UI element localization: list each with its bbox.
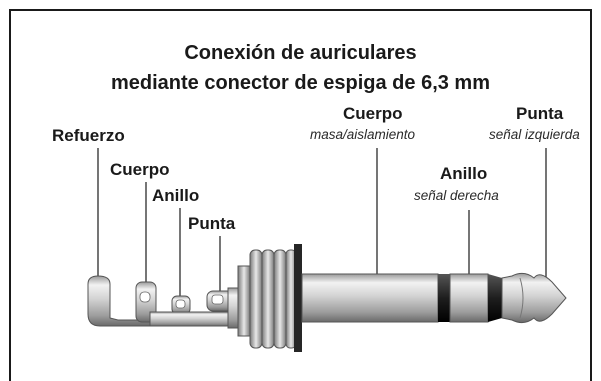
sleeve-shape <box>301 273 439 323</box>
label-punta-small: Punta <box>188 214 236 233</box>
frame-border <box>9 9 592 381</box>
leader-lines <box>97 148 547 296</box>
insulator-1 <box>438 274 450 322</box>
label-punta-main-sub: señal izquierda <box>489 127 580 142</box>
label-cuerpo-main: Cuerpo <box>343 104 403 123</box>
label-cuerpo-main-sub: masa/aislamiento <box>310 127 416 142</box>
label-anillo-small: Anillo <box>152 186 200 205</box>
title-line-2: mediante conector de espiga de 6,3 mm <box>110 72 490 94</box>
ring-shape <box>449 273 489 323</box>
title-line-1: Conexión de auriculares <box>184 42 417 64</box>
insulator-2 <box>488 274 502 322</box>
label-punta-main: Punta <box>516 104 564 123</box>
solder-terminals <box>87 275 251 329</box>
label-refuerzo: Refuerzo <box>52 126 125 145</box>
label-anillo-main-sub: señal derecha <box>414 188 499 203</box>
label-cuerpo-small: Cuerpo <box>110 160 170 179</box>
label-anillo-main: Anillo <box>440 164 488 183</box>
tip-shape <box>501 272 567 324</box>
threaded-collar <box>237 244 302 352</box>
